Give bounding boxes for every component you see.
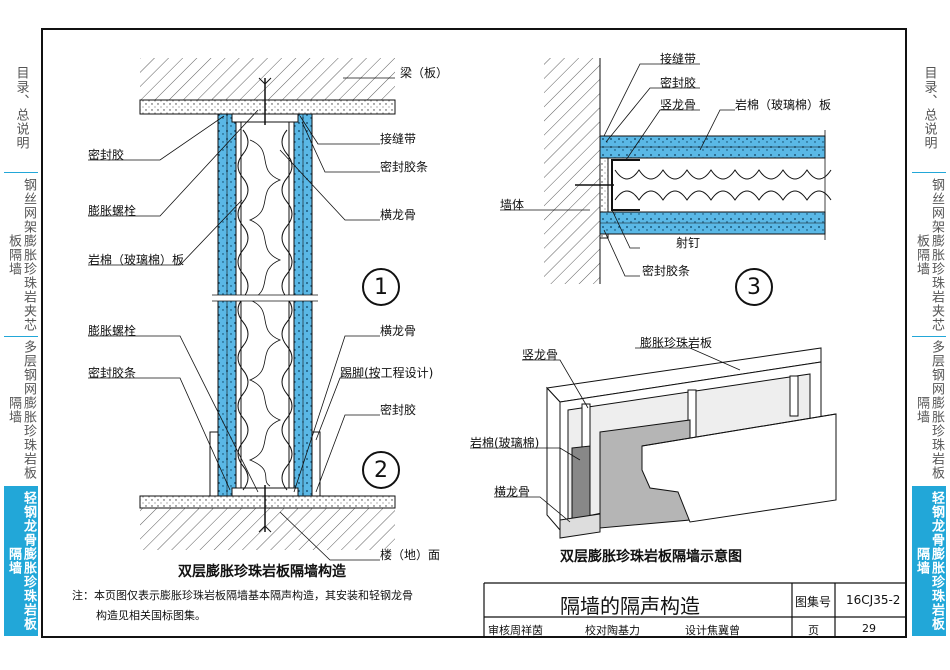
designer-name: 焦冀曾 xyxy=(707,624,740,637)
side-tab-right-4[interactable]: 轻钢龙骨膨胀珍珠岩板隔墙 xyxy=(912,486,946,636)
atlas-label: 图集号 xyxy=(795,595,832,609)
label-sealant-bottom: 密封胶 xyxy=(380,403,417,417)
side-tab-divider xyxy=(4,172,38,173)
page-label: 页 xyxy=(808,624,819,637)
label-d3-sealant: 密封胶 xyxy=(660,76,697,90)
side-tab-left-3[interactable]: 多层钢网膨胀珍珠岩板隔墙 xyxy=(6,340,36,480)
label-joint-tape: 接缝带 xyxy=(380,132,417,146)
detail-number-2: 2 xyxy=(362,451,400,489)
label-runner-bottom: 横龙骨 xyxy=(380,324,417,338)
label-expansion-bolt-top: 膨胀螺栓 xyxy=(88,204,137,218)
label-rockwool: 岩棉（玻璃棉）板 xyxy=(88,253,185,267)
label-beam: 梁（板） xyxy=(400,66,449,80)
label-seal-strip-bottom: 密封胶条 xyxy=(88,366,137,380)
detail-number-3: 3 xyxy=(735,268,773,306)
page-number: 29 xyxy=(862,622,876,635)
label-d3-stud: 竖龙骨 xyxy=(660,98,697,112)
side-tab-right-1[interactable]: 目录、总说明 xyxy=(921,65,937,150)
note-line-1: 注：本页图仅表示膨胀珍珠岩板隔墙基本隔声构造，其安装和轻钢龙骨 xyxy=(72,589,413,602)
label-floor: 楼（地）面 xyxy=(380,548,441,562)
side-tab-left-4[interactable]: 轻钢龙骨膨胀珍珠岩板隔墙 xyxy=(4,486,38,636)
label-sealant-top: 密封胶 xyxy=(88,148,125,162)
label-d3-seal-strip: 密封胶条 xyxy=(642,264,691,278)
side-tab-left-2[interactable]: 钢丝网架膨胀珍珠岩夹芯板隔墙 xyxy=(6,178,36,332)
detail-number-1: 1 xyxy=(362,268,400,306)
side-tab-right-2[interactable]: 钢丝网架膨胀珍珠岩夹芯板隔墙 xyxy=(914,178,944,332)
checker-name: 陶基力 xyxy=(607,624,640,637)
atlas-number: 16CJ35-2 xyxy=(846,593,901,607)
label-axon-board: 膨胀珍珠岩板 xyxy=(640,336,713,350)
check-label: 校对 xyxy=(585,624,607,637)
label-d3-nail: 射钉 xyxy=(676,236,701,250)
label-expansion-bolt-bottom: 膨胀螺栓 xyxy=(88,324,137,338)
label-runner-top: 横龙骨 xyxy=(380,208,417,222)
axon-caption: 双层膨胀珍珠岩板隔墙示意图 xyxy=(560,549,742,565)
sheet-title: 隔墙的隔声构造 xyxy=(560,594,700,618)
label-d3-rockwool: 岩棉（玻璃棉）板 xyxy=(735,98,832,112)
side-tab-divider xyxy=(4,336,38,337)
label-seal-strip-top: 密封胶条 xyxy=(380,160,429,174)
section-caption: 双层膨胀珍珠岩板隔墙构造 xyxy=(178,564,346,580)
side-tab-right-3[interactable]: 多层钢网膨胀珍珠岩板隔墙 xyxy=(914,340,944,480)
label-d3-wall: 墙体 xyxy=(500,198,525,212)
drawing-frame xyxy=(41,28,907,638)
label-skirting: 踢脚(按工程设计) xyxy=(340,366,434,380)
label-d3-joint-tape: 接缝带 xyxy=(660,52,697,66)
side-tab-divider xyxy=(912,172,946,173)
side-tab-divider xyxy=(912,336,946,337)
label-axon-stud: 竖龙骨 xyxy=(522,348,559,362)
note-line-2: 构造见相关国标图集。 xyxy=(96,609,206,622)
reviewer-name: 周祥茵 xyxy=(510,624,543,637)
label-axon-rockwool: 岩棉(玻璃棉) xyxy=(470,436,540,450)
side-tab-left-1[interactable]: 目录、总说明 xyxy=(13,65,29,150)
label-axon-runner: 横龙骨 xyxy=(494,485,531,499)
design-label: 设计 xyxy=(685,624,707,637)
review-label: 审核 xyxy=(488,624,510,637)
